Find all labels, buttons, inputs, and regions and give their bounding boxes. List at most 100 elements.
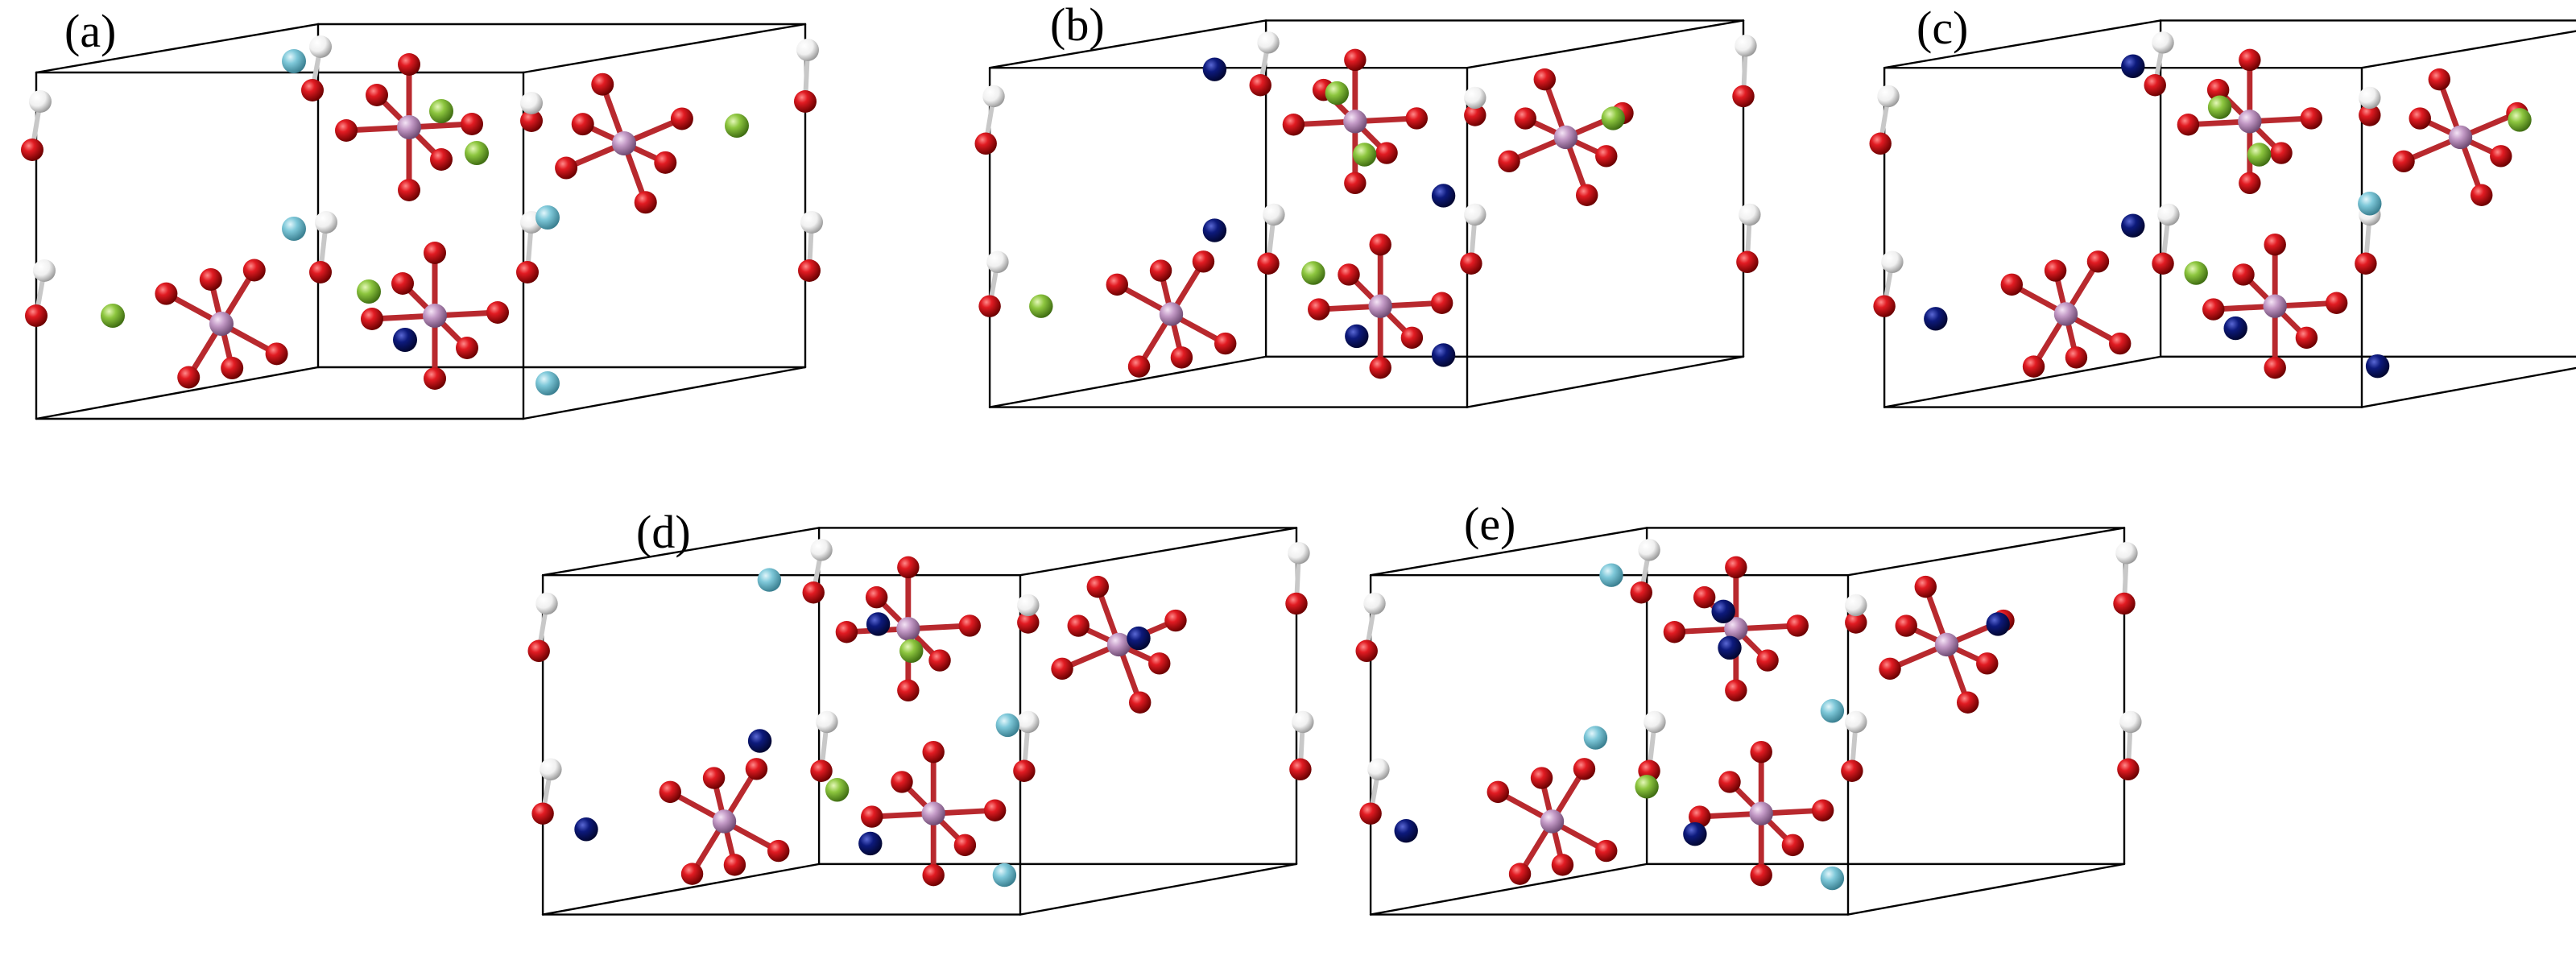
oxygen-atom bbox=[1869, 132, 1892, 155]
dark-blue-ion bbox=[1683, 821, 1707, 846]
unit-cell-edge bbox=[988, 19, 1267, 69]
oxygen-atom bbox=[1164, 609, 1187, 632]
green-ion bbox=[2184, 261, 2208, 285]
dark-blue-ion bbox=[574, 817, 598, 842]
oxygen-atom bbox=[922, 741, 945, 763]
green-ion bbox=[1352, 143, 1377, 167]
oxygen-atom bbox=[1914, 575, 1937, 598]
oxygen-atom bbox=[1013, 759, 1036, 782]
oxygen-atom bbox=[1127, 355, 1151, 378]
hydrogen-atom bbox=[1845, 594, 1867, 617]
oxygen-atom bbox=[2470, 184, 2493, 206]
green-ion bbox=[101, 304, 125, 328]
oxygen-atom bbox=[531, 802, 554, 825]
panel-d-label: (d) bbox=[636, 506, 691, 558]
oxygen-atom bbox=[2490, 145, 2512, 168]
unit-cell-edge bbox=[1883, 355, 2162, 408]
oxygen-atom bbox=[177, 366, 201, 389]
oxygen-atom bbox=[1430, 292, 1453, 314]
dark-blue-ion bbox=[858, 831, 883, 856]
oxygen-atom bbox=[897, 556, 920, 579]
dark-blue-ion bbox=[1345, 324, 1369, 349]
oxygen-atom bbox=[1689, 805, 1711, 828]
hydrogen-atom bbox=[1638, 539, 1660, 561]
oxygen-atom bbox=[1257, 252, 1280, 275]
central-atom bbox=[1368, 294, 1392, 318]
green-ion bbox=[725, 114, 749, 138]
oxygen-atom bbox=[2000, 273, 2024, 296]
oxygen-atom bbox=[155, 282, 178, 305]
unit-cell-edge bbox=[1846, 527, 2126, 577]
hydrogen-atom bbox=[1263, 203, 1285, 226]
central-atom bbox=[712, 809, 737, 834]
unit-cell-edge bbox=[1466, 355, 1745, 408]
hydrogen-atom bbox=[2359, 86, 2381, 110]
oxygen-atom bbox=[2065, 346, 2088, 369]
hydrogen-atom bbox=[1735, 35, 1757, 57]
oxygen-atom bbox=[2108, 332, 2132, 355]
oxygen-atom bbox=[1750, 863, 1772, 887]
oxygen-atom bbox=[430, 148, 453, 171]
oxygen-atom bbox=[2270, 142, 2293, 164]
oxygen-atom bbox=[2177, 114, 2200, 136]
dark-blue-ion bbox=[1202, 57, 1227, 81]
oxygen-atom bbox=[398, 179, 420, 201]
unit-cell-edge bbox=[1846, 863, 2126, 916]
oxygen-atom bbox=[953, 834, 977, 857]
dark-blue-ion bbox=[1986, 612, 2010, 636]
oxygen-atom bbox=[1976, 652, 1999, 675]
panel-a: (a) bbox=[21, 5, 823, 420]
oxygen-atom bbox=[335, 119, 358, 142]
unit-cell-edge bbox=[541, 527, 821, 577]
hydrogen-atom bbox=[2119, 710, 2142, 734]
panel-d-atoms bbox=[527, 527, 1314, 916]
oxygen-atom bbox=[1285, 592, 1308, 615]
panel-c-label: (c) bbox=[1916, 2, 1968, 54]
oxygen-atom bbox=[398, 53, 420, 76]
oxygen-atom bbox=[1879, 657, 1901, 681]
oxygen-atom bbox=[1344, 48, 1367, 72]
green-ion bbox=[357, 279, 381, 304]
oxygen-atom bbox=[865, 585, 888, 609]
oxygen-atom bbox=[309, 261, 332, 283]
light-blue-ion bbox=[995, 713, 1020, 738]
oxygen-atom bbox=[1551, 854, 1574, 876]
oxygen-atom bbox=[835, 621, 858, 643]
oxygen-atom bbox=[1460, 252, 1482, 275]
oxygen-atom bbox=[265, 342, 288, 366]
central-atom bbox=[1749, 801, 1773, 825]
light-blue-ion bbox=[1820, 866, 1845, 891]
hydrogen-atom bbox=[1739, 203, 1761, 226]
central-atom bbox=[209, 312, 234, 336]
green-ion bbox=[2207, 95, 2232, 119]
oxygen-atom bbox=[1338, 263, 1360, 286]
oxygen-atom bbox=[654, 151, 677, 174]
oxygen-atom bbox=[680, 863, 704, 885]
oxygen-atom bbox=[1067, 614, 1090, 637]
oxygen-atom bbox=[301, 79, 324, 101]
oxygen-atom bbox=[424, 367, 446, 390]
oxygen-atom bbox=[1736, 250, 1759, 273]
unit-cell-edge bbox=[522, 23, 807, 74]
central-atom bbox=[1553, 125, 1578, 150]
unit-cell-edge bbox=[1369, 527, 1648, 577]
oxygen-atom bbox=[1756, 649, 1779, 672]
oxygen-atom bbox=[1873, 295, 1896, 317]
central-atom bbox=[2238, 110, 2262, 134]
oxygen-atom bbox=[702, 767, 726, 789]
hydrogen-atom bbox=[1644, 710, 1666, 734]
green-ion bbox=[2247, 143, 2272, 167]
oxygen-atom bbox=[922, 863, 945, 887]
green-ion bbox=[429, 99, 453, 123]
oxygen-atom bbox=[366, 84, 388, 106]
unit-cell-edge bbox=[2360, 30, 2576, 69]
hydrogen-atom bbox=[1464, 86, 1486, 110]
dark-blue-ion bbox=[1127, 626, 1151, 651]
dark-blue-ion bbox=[2121, 213, 2145, 238]
light-blue-ion bbox=[2358, 192, 2382, 216]
hydrogen-atom bbox=[1367, 758, 1390, 781]
oxygen-atom bbox=[2239, 172, 2261, 194]
oxygen-atom bbox=[2113, 592, 2136, 615]
oxygen-atom bbox=[1530, 767, 1553, 789]
oxygen-atom bbox=[861, 805, 883, 828]
